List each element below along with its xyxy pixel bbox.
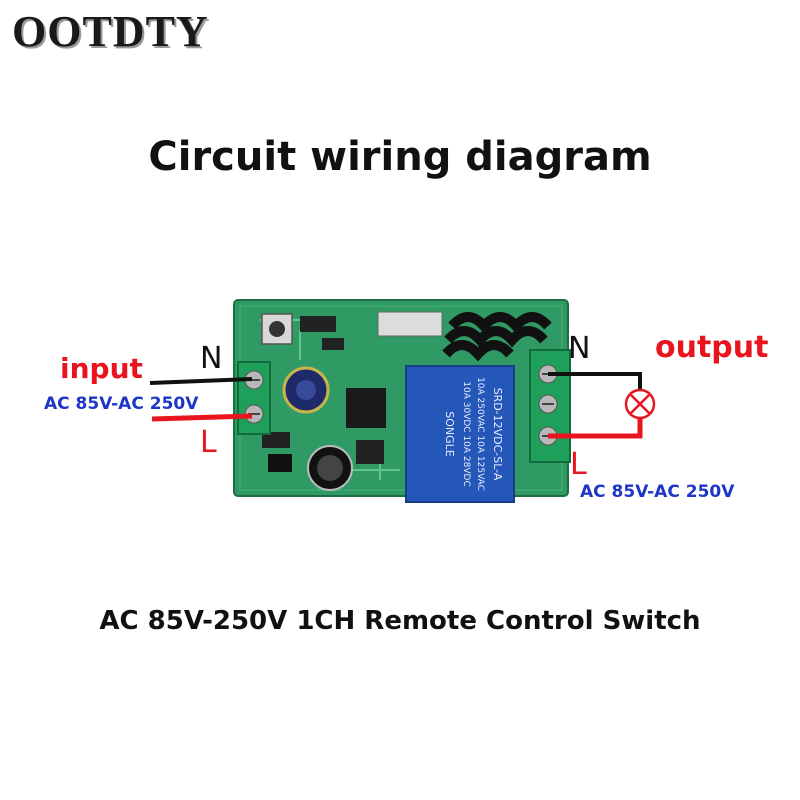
pairing-button [261,313,293,345]
input-n-label: N [200,341,223,376]
output-n-label: N [568,331,591,366]
output-neutral-wire [548,372,642,390]
brand-logo: OOTDTY [12,7,209,56]
ic-chip [300,316,336,332]
crystal-oscillator [377,311,443,337]
antenna-coil-icon [442,312,552,362]
resistor-4r7 [262,432,290,448]
input-terminal-block [237,361,271,435]
capacitor-large [282,366,330,414]
input-live-wire [151,413,253,422]
ic-chip [268,454,292,472]
ic-chip [356,440,384,464]
svg-text:SRD-12VDC-SL-A: SRD-12VDC-SL-A [491,388,504,481]
svg-text:10A 250VAC 10A 125VAC: 10A 250VAC 10A 125VAC [475,377,485,491]
output-l-label: L [570,447,587,482]
svg-text:10A 30VDC 10A 28VDC: 10A 30VDC 10A 28VDC [461,381,471,486]
output-voltage-label: AC 85V-AC 250V [580,482,735,502]
inductor [346,388,386,428]
product-caption: AC 85V-250V 1CH Remote Control Switch [99,606,701,636]
output-terminal-block [529,349,571,463]
capacitor-small [307,445,353,491]
input-voltage-label: AC 85V-AC 250V [44,394,199,414]
input-l-label: L [200,425,217,460]
svg-text:SONGLE: SONGLE [443,411,456,457]
output-label: output [655,330,769,365]
relay: SRD-12VDC-SL-A 10A 250VAC 10A 125VAC 10A… [405,365,515,503]
input-label: input [60,352,143,385]
input-neutral-wire [149,377,253,385]
ic-chip [322,338,344,350]
page-title: Circuit wiring diagram [148,134,652,180]
lamp-icon [624,388,656,420]
output-live-wire [548,418,643,439]
